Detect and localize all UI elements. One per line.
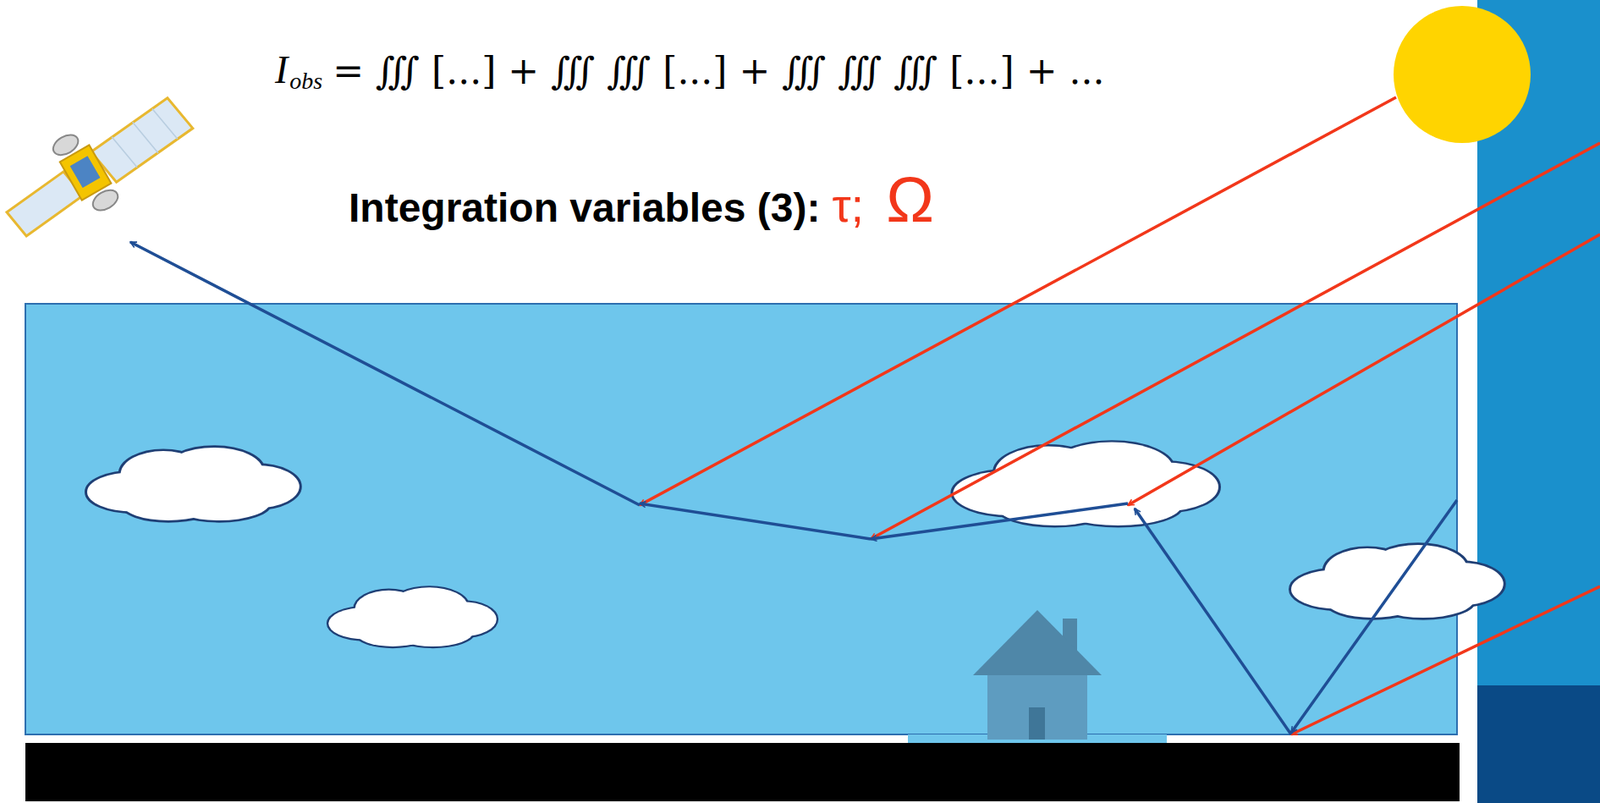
clouds <box>87 442 1504 647</box>
rays <box>130 97 1600 735</box>
house <box>973 610 1102 740</box>
sky <box>25 303 1458 735</box>
satellite <box>0 78 207 254</box>
variables-heading: Integration variables (3): <box>348 184 820 231</box>
formula-symbol: I <box>274 47 288 93</box>
sun <box>1393 5 1531 143</box>
formula-subscript: obs <box>289 67 323 95</box>
side-bar-dark <box>1477 685 1600 803</box>
variable-omega: Ω <box>885 162 935 237</box>
formula-series: = ∭ [...] + ∭ ∭ [...] + ∭ ∭ ∭ [...] + ..… <box>332 49 1105 93</box>
variable-tau: τ; <box>831 177 864 233</box>
ground <box>25 742 1460 802</box>
